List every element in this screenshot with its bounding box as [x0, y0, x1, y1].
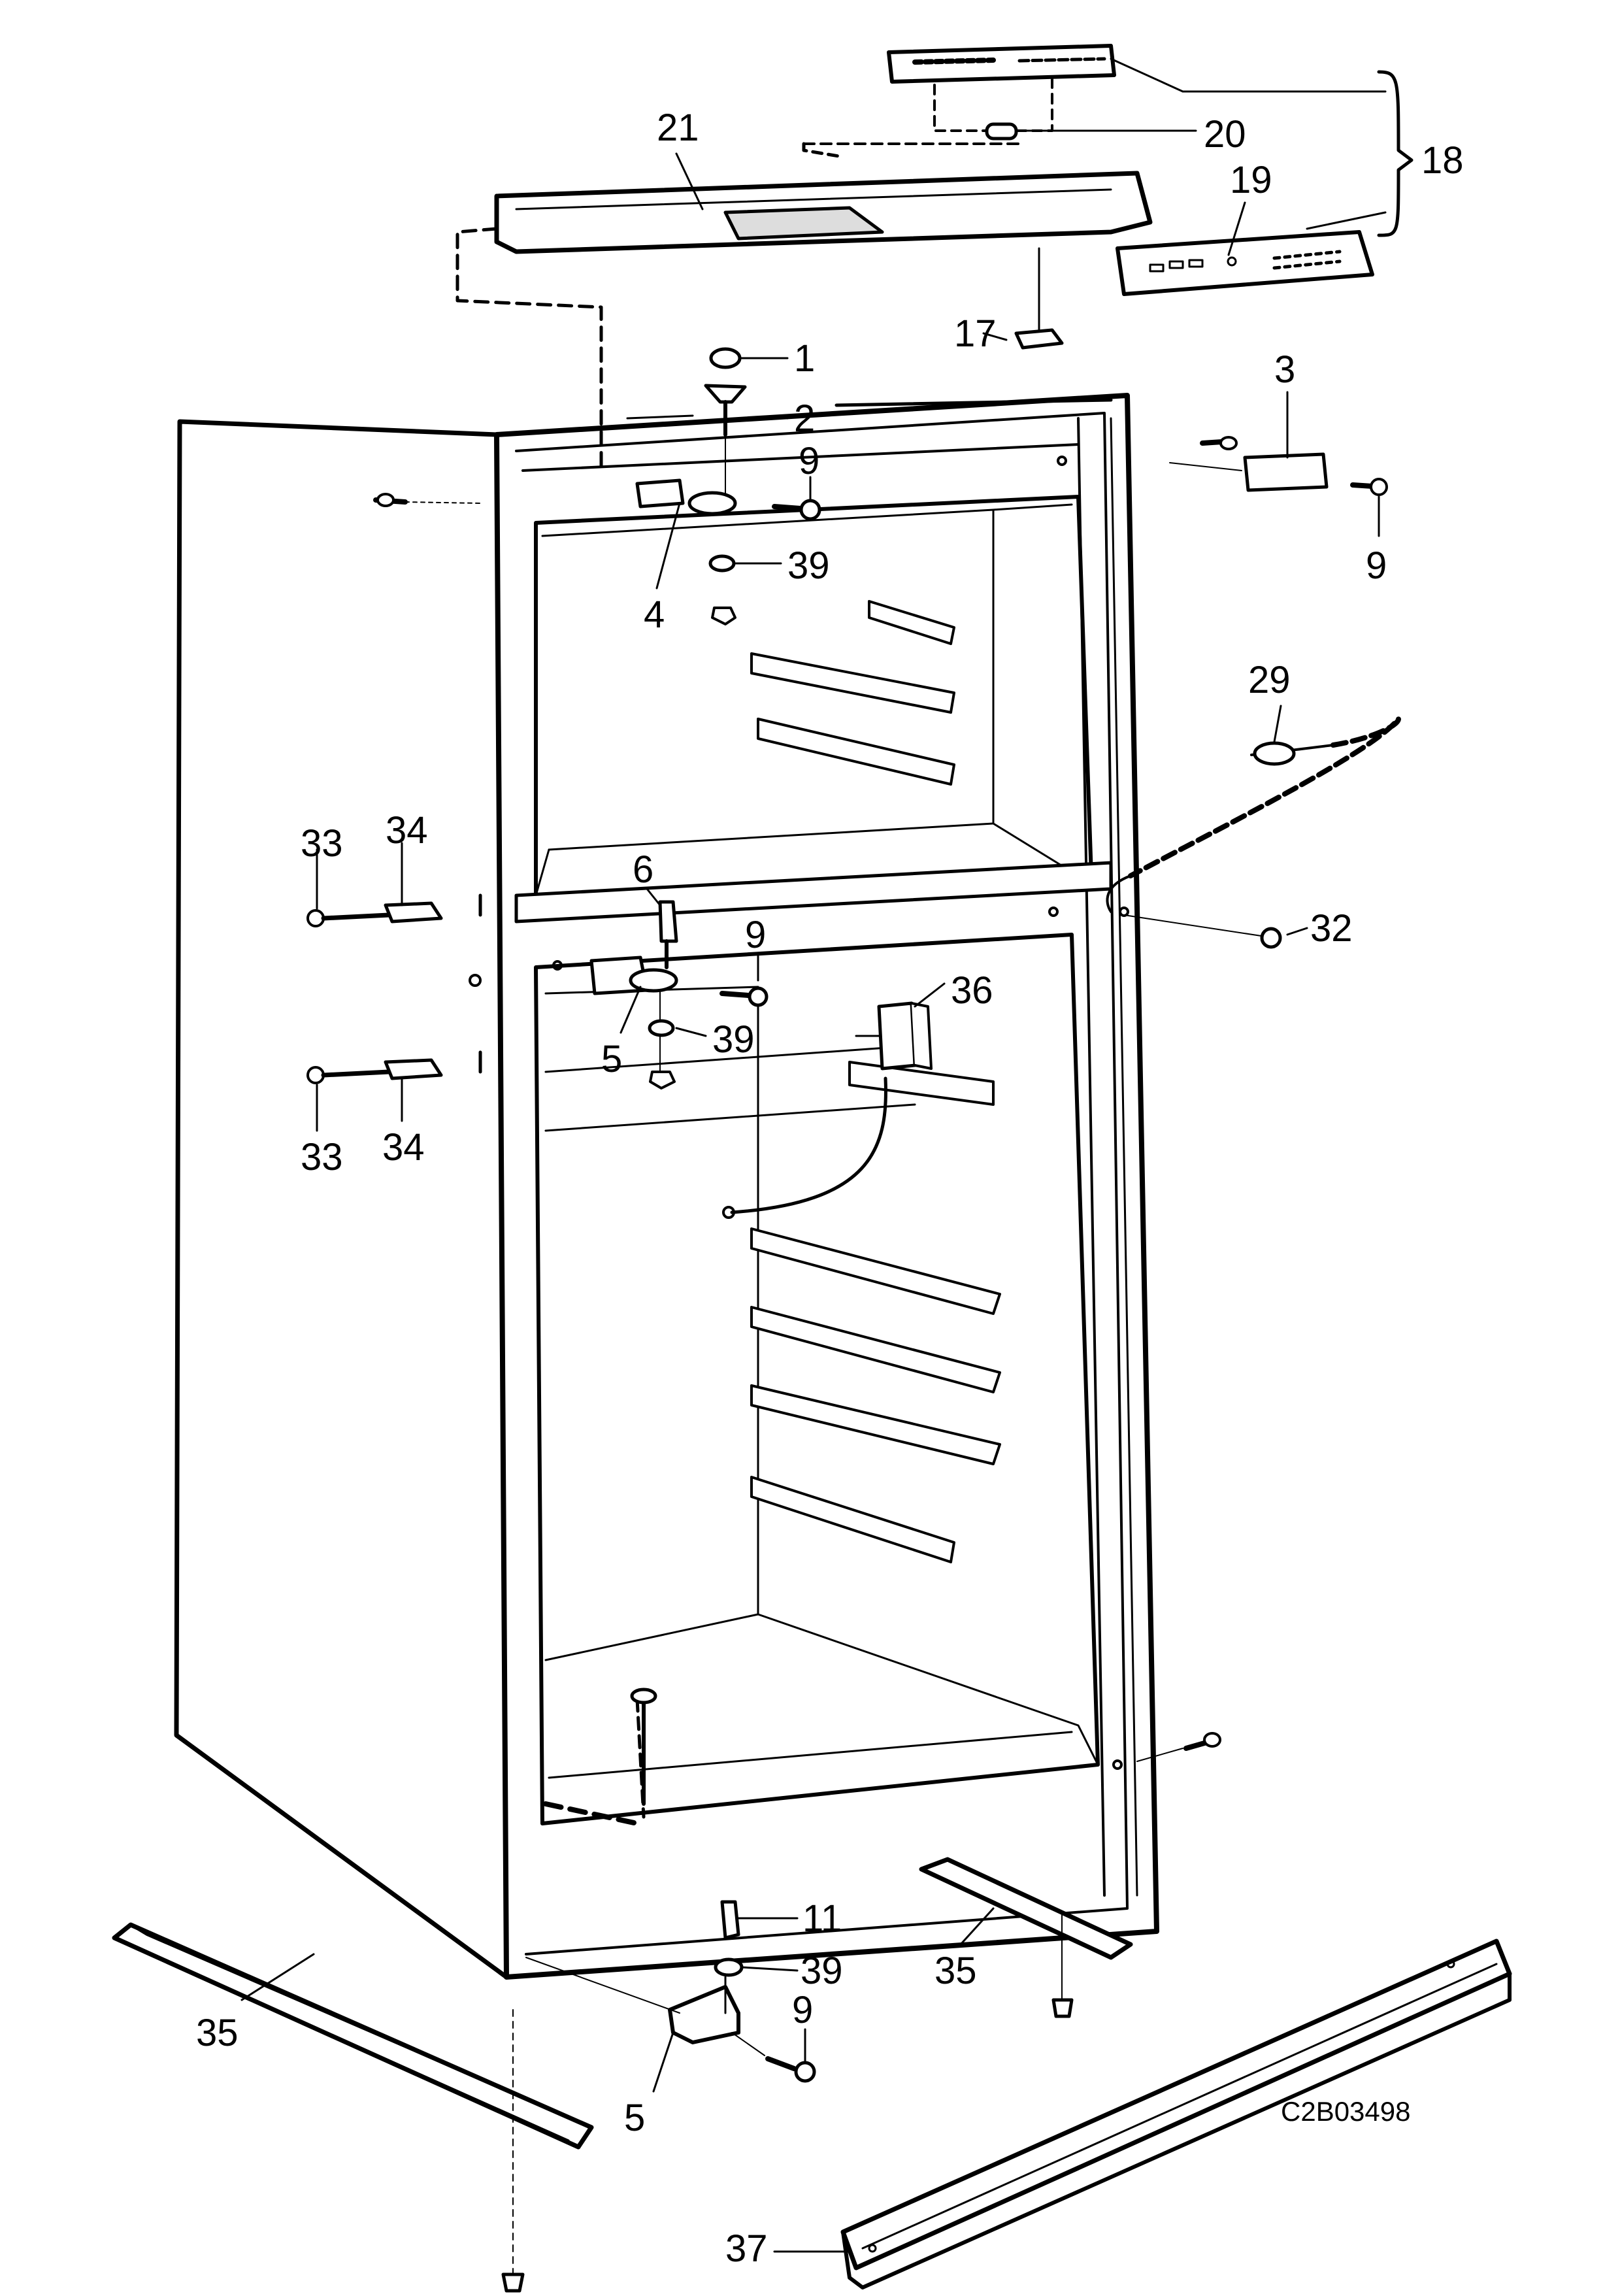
callout-6: 6	[633, 848, 653, 891]
callout-33-upper: 33	[301, 822, 343, 865]
callout-32: 32	[1310, 907, 1353, 950]
callout-39-middle: 39	[712, 1018, 755, 1061]
callout-1: 1	[794, 337, 815, 380]
base-rails	[112, 1857, 1512, 2293]
callout-5-middle: 5	[601, 1038, 622, 1080]
callout-11: 11	[802, 1897, 842, 1940]
callout-37: 37	[725, 2227, 768, 2270]
callout-36: 36	[951, 969, 993, 1012]
callout-9-middle: 9	[745, 914, 766, 956]
callout-9-right: 9	[1366, 544, 1387, 587]
callout-4: 4	[644, 593, 665, 636]
callout-2: 2	[794, 397, 815, 440]
callout-39-upper: 39	[787, 544, 830, 587]
callout-3: 3	[1274, 348, 1295, 391]
callout-18: 18	[1421, 139, 1464, 182]
callout-34-upper: 34	[386, 809, 428, 852]
door-stops	[306, 901, 443, 1084]
callout-9-upper: 9	[799, 440, 819, 482]
hinge-hardware	[306, 347, 1401, 2083]
callout-labels: 1 2 3 4 5 5 6 9 9 9 9 11 17 18 19 20 21 …	[196, 107, 1464, 2270]
callout-5-bottom: 5	[624, 2097, 645, 2139]
top-trim-assembly	[455, 44, 1413, 473]
fresh-food-compartment	[534, 933, 1100, 1826]
refrigerator-cabinet	[174, 393, 1159, 1980]
leader-lines	[240, 58, 1387, 2253]
callout-19: 19	[1230, 159, 1272, 201]
callout-33-lower: 33	[301, 1136, 343, 1178]
control-panel-markings	[1149, 250, 1342, 273]
callout-21: 21	[657, 107, 699, 149]
figure-code: C2B03498	[1281, 2096, 1411, 2127]
callout-39-bottom: 39	[801, 1950, 843, 1992]
callout-20: 20	[1204, 113, 1246, 156]
callout-34-lower: 34	[382, 1126, 425, 1169]
callout-35-left: 35	[196, 2012, 239, 2054]
callout-35-right: 35	[934, 1950, 977, 1992]
callout-17: 17	[954, 312, 997, 355]
callout-29: 29	[1248, 659, 1291, 701]
callout-9-bottom: 9	[792, 1989, 813, 2031]
